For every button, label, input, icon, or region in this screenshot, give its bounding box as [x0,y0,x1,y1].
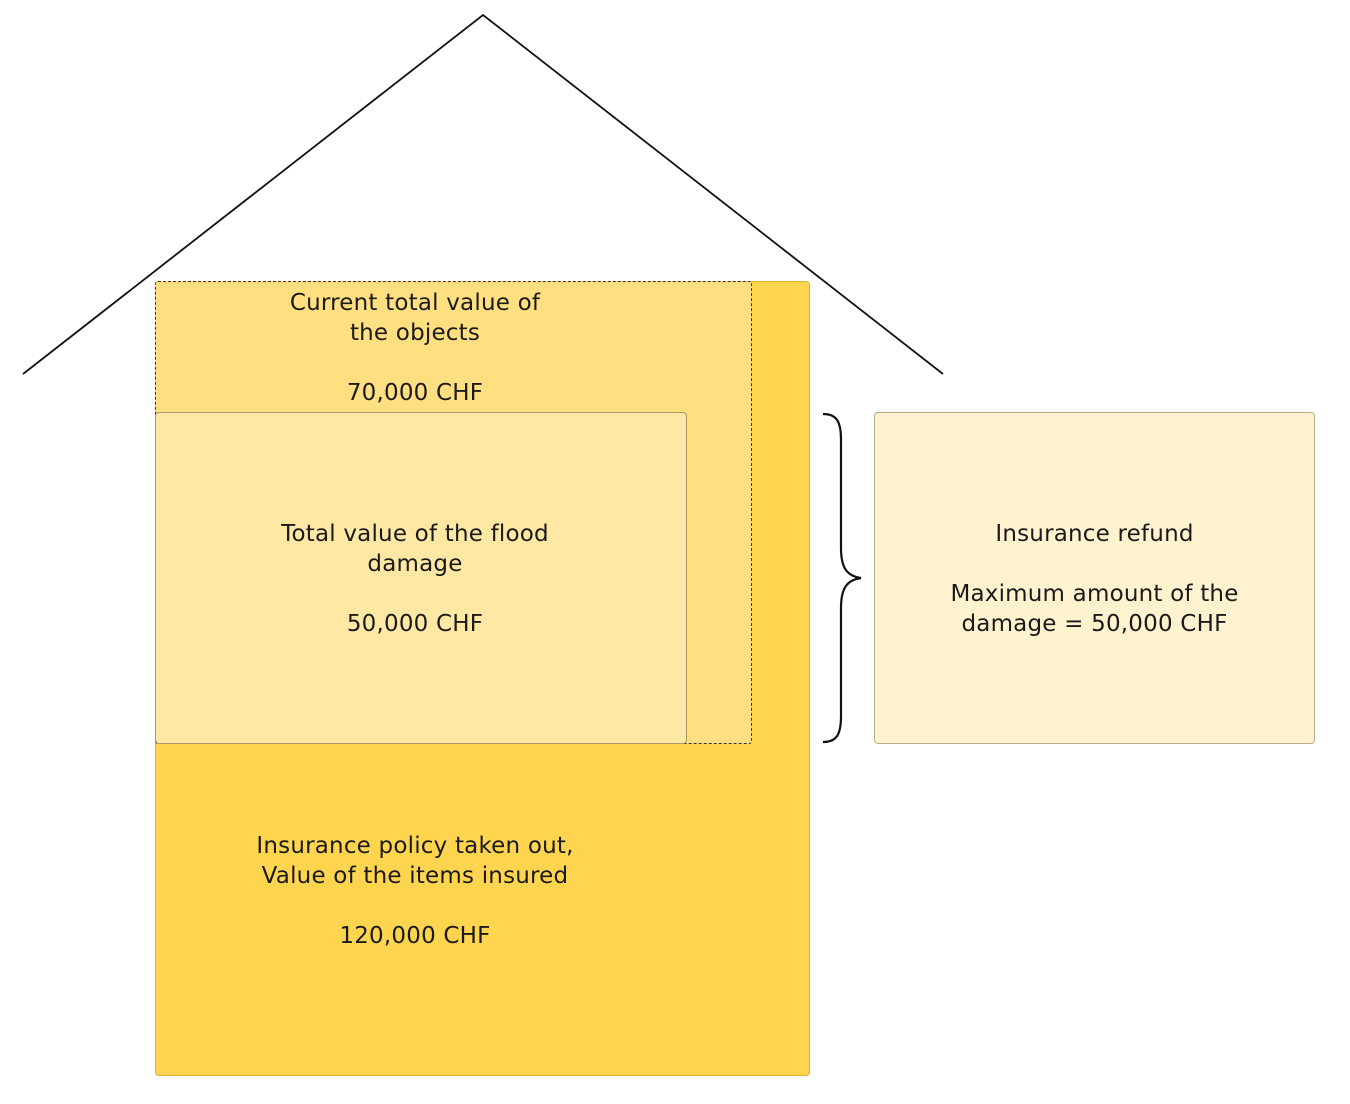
insurance-refund-line2: damage = 50,000 CHF [961,611,1228,637]
current-value-line2: the objects [349,320,481,346]
current-value-label: Current total value of the objects 70,00… [155,288,675,408]
flood-damage-line1: Total value of the flood [281,521,549,547]
insurance-policy-label: Insurance policy taken out, Value of the… [155,831,675,951]
current-value-amount: 70,000 CHF [346,380,484,406]
insurance-refund-title: Insurance refund [995,521,1194,547]
insurance-policy-line2: Value of the items insured [261,863,569,889]
current-value-line1: Current total value of [289,290,541,316]
insurance-refund-label: Insurance refund Maximum amount of the d… [874,519,1315,639]
flood-damage-line2: damage [367,551,463,577]
curly-brace [822,412,862,744]
flood-damage-amount: 50,000 CHF [346,611,484,637]
insurance-policy-line1: Insurance policy taken out, [256,833,574,859]
flood-damage-box [155,412,687,744]
flood-damage-label: Total value of the flood damage 50,000 C… [155,519,675,639]
insurance-policy-amount: 120,000 CHF [339,923,491,949]
insurance-refund-line1: Maximum amount of the [950,581,1239,607]
insurance-refund-box [874,412,1315,744]
